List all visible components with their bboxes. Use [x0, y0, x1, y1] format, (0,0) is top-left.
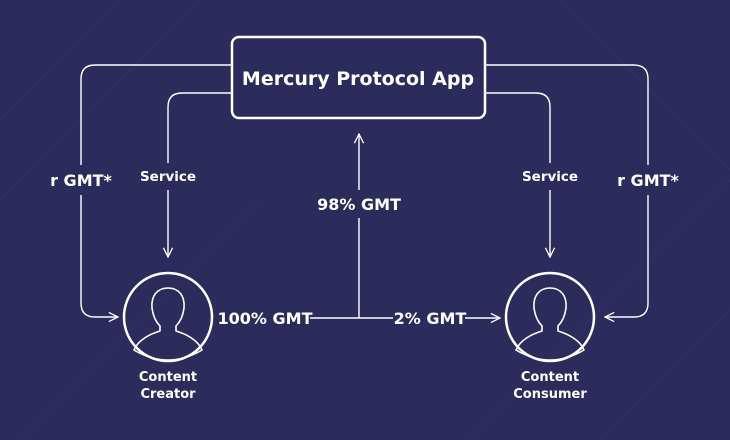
creator-label-line1: Content	[139, 370, 197, 385]
content-consumer-avatar	[504, 271, 596, 363]
consumer-label-line1: Content	[521, 370, 579, 385]
app-share-label: 98% GMT	[317, 195, 401, 214]
right-reward-label: r GMT*	[617, 171, 679, 190]
creator-label-line2: Creator	[140, 387, 196, 402]
content-creator-avatar	[122, 271, 214, 363]
left-reward-arrow	[80, 195, 118, 317]
consumer-label-line2: Consumer	[513, 387, 587, 402]
consumer-share-label: 2% GMT	[394, 309, 467, 328]
app-title: Mercury Protocol App	[242, 68, 474, 90]
right-service-line-top	[485, 92, 551, 163]
right-reward-arrow	[605, 195, 649, 317]
left-service-line-top	[167, 92, 232, 163]
app-box	[230, 35, 487, 120]
left-service-label: Service	[140, 169, 196, 185]
left-reward-label: r GMT*	[50, 171, 112, 190]
left-reward-line-top	[80, 64, 232, 165]
right-reward-line-top	[485, 64, 649, 165]
person-icon	[515, 287, 585, 361]
right-service-label: Service	[522, 169, 578, 185]
person-icon	[133, 287, 203, 361]
creator-payment-label: 100% GMT	[218, 309, 313, 328]
